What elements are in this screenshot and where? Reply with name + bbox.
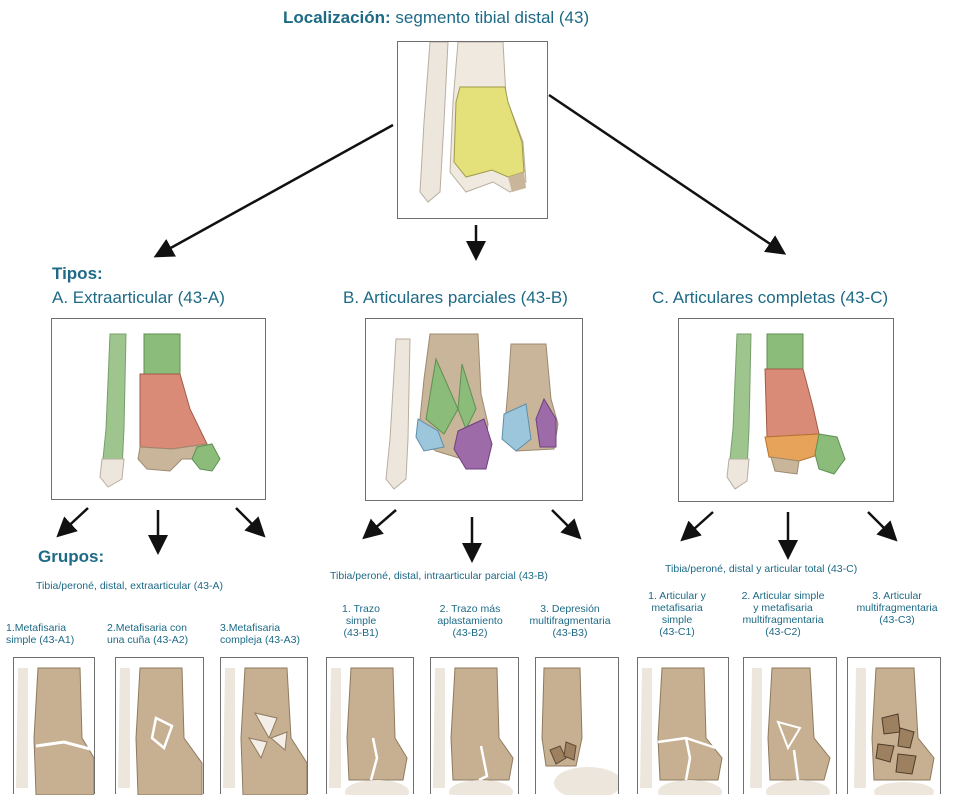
group-c2-line2: y metafisaria: [728, 602, 838, 614]
group-a2-label: 2.Metafisaria con una cuña (43-A2): [107, 622, 207, 646]
group-a2-line1: 2.Metafisaria con: [107, 622, 207, 634]
group-b3-line3: (43-B3): [520, 627, 620, 639]
type-b-label: B. Articulares parciales (43-B): [343, 288, 568, 308]
type-c-illustration-box: [678, 318, 894, 502]
arrow-to-a: [158, 125, 393, 255]
group-a3-illustration: [220, 657, 308, 794]
segment-illustration-box: [397, 41, 548, 219]
group-b3-line2: multifragmentaria: [520, 615, 620, 627]
group-a1-line2: simple (43-A1): [6, 634, 96, 646]
group-a1-illustration: [13, 657, 95, 794]
group-c3-label: 3. Articular multifragmentaria (43-C3): [842, 590, 952, 626]
group-c1-line4: (43-C1): [632, 626, 722, 638]
group-b1-line3: (43-B1): [320, 627, 402, 639]
group-c2-line3: multifragmentaria: [728, 614, 838, 626]
tipos-label: Tipos:: [52, 264, 103, 284]
group-a1-line1: 1.Metafisaria: [6, 622, 96, 634]
arrow-a3: [236, 508, 262, 534]
type-a-subtitle: Tibia/peroné, distal, extraarticular (43…: [36, 580, 223, 592]
type-b-illustration-box: [365, 318, 583, 501]
group-c2-line4: (43-C2): [728, 626, 838, 638]
group-b1-line2: simple: [320, 615, 402, 627]
group-b2-illustration: [430, 657, 519, 794]
group-c3-line1: 3. Articular: [842, 590, 952, 602]
arrow-b3: [552, 510, 578, 536]
group-c1-illustration: [637, 657, 729, 794]
group-b3-line1: 3. Depresión: [520, 603, 620, 615]
group-c3-line3: (43-C3): [842, 614, 952, 626]
group-c2-label: 2. Articular simple y metafisaria multif…: [728, 590, 838, 638]
group-b2-line1: 2. Trazo más: [425, 603, 515, 615]
type-c-subtitle: Tibia/peroné, distal y articular total (…: [665, 563, 857, 575]
type-a-illustration-box: [51, 318, 266, 500]
group-b2-label: 2. Trazo más aplastamiento (43-B2): [425, 603, 515, 639]
group-a3-line1: 3.Metafisaria: [220, 622, 320, 634]
type-a-label: A. Extraarticular (43-A): [52, 288, 225, 308]
arrow-c3: [868, 512, 894, 538]
group-c1-line3: simple: [632, 614, 722, 626]
group-a1-label: 1.Metafisaria simple (43-A1): [6, 622, 96, 646]
group-c1-label: 1. Articular y metafisaria simple (43-C1…: [632, 590, 722, 638]
type-b-subtitle: Tibia/peroné, distal, intraarticular par…: [330, 570, 548, 582]
group-b1-illustration: [326, 657, 414, 794]
group-b1-line1: 1. Trazo: [320, 603, 402, 615]
arrow-b1: [366, 510, 396, 536]
arrow-to-c: [549, 95, 782, 252]
group-b3-label: 3. Depresión multifragmentaria (43-B3): [520, 603, 620, 639]
group-a3-line2: compleja (43-A3): [220, 634, 320, 646]
group-b1-label: 1. Trazo simple (43-B1): [320, 603, 402, 639]
group-c1-line1: 1. Articular y: [632, 590, 722, 602]
group-a3-label: 3.Metafisaria compleja (43-A3): [220, 622, 320, 646]
group-c1-line2: metafisaria: [632, 602, 722, 614]
group-b3-illustration: [535, 657, 619, 794]
arrow-a1: [60, 508, 88, 534]
group-c3-line2: multifragmentaria: [842, 602, 952, 614]
group-c3-illustration: [847, 657, 941, 794]
group-a2-illustration: [115, 657, 204, 794]
group-b2-line3: (43-B2): [425, 627, 515, 639]
group-c2-illustration: [743, 657, 837, 794]
grupos-label: Grupos:: [38, 547, 104, 567]
group-b2-line2: aplastamiento: [425, 615, 515, 627]
group-a2-line2: una cuña (43-A2): [107, 634, 207, 646]
type-c-label: C. Articulares completas (43-C): [652, 288, 888, 308]
arrow-c1: [684, 512, 713, 538]
group-c2-line1: 2. Articular simple: [728, 590, 838, 602]
